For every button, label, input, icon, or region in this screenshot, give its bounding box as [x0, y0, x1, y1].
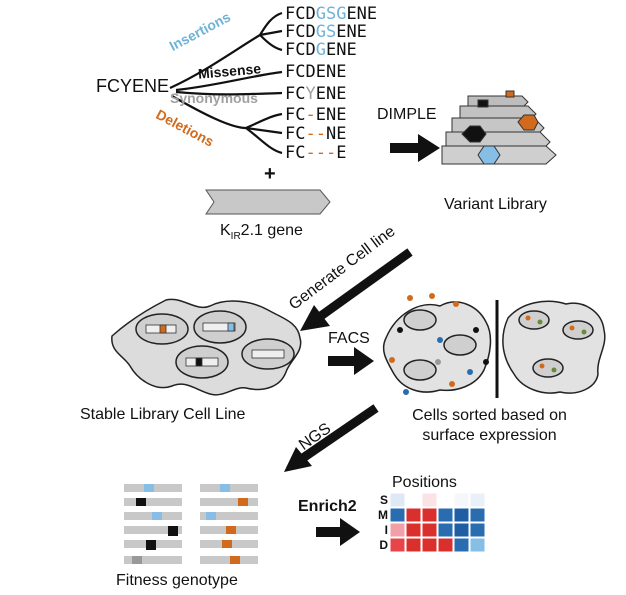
heatmap-row-labels: S M I D — [376, 493, 388, 553]
dimple-label: DIMPLE — [377, 106, 437, 123]
heatmap-row-s: S — [379, 493, 388, 507]
variant-library-stack — [441, 90, 557, 165]
arrow-generate-cell-line — [300, 248, 413, 331]
kir21-gene-label: KIR2.1 gene — [220, 222, 303, 243]
kir21-gene-shape — [205, 189, 331, 215]
tree-ins-1 — [259, 11, 283, 36]
wildtype-sequence: FCYENE — [96, 76, 170, 96]
plus-sign: + — [264, 163, 276, 185]
heatmap-row-m: M — [378, 508, 388, 522]
cells-sorted-label: Cells sorted based on surface expression — [412, 407, 567, 444]
seq-ins-1: FCDGENE — [285, 40, 357, 60]
tree-synonymous-branch — [175, 90, 283, 96]
tree-del-2 — [245, 126, 283, 135]
synonymous-label: Synonymous — [170, 90, 258, 106]
tree-deletions-branch — [171, 95, 247, 130]
facs-label: FACS — [328, 330, 370, 347]
seq-missense: FCDENE — [285, 62, 347, 82]
seq-ins-2: FCDGSENE — [285, 22, 367, 42]
tree-ins-3 — [259, 34, 283, 52]
positions-label: Positions — [392, 474, 457, 491]
arrow-to-library — [390, 134, 440, 162]
seq-del-2: FC--NE — [285, 124, 347, 144]
sorted-cells-high — [382, 301, 492, 393]
tree-ins-2 — [259, 29, 283, 37]
seq-del-1: FC-ENE — [285, 105, 347, 125]
fitness-reads-left — [124, 484, 182, 564]
stable-cell-cluster — [111, 298, 302, 396]
tree-missense-branch — [175, 70, 283, 92]
tree-del-3 — [245, 127, 283, 155]
antibody-markers — [389, 293, 489, 395]
enrich2-label: Enrich2 — [298, 498, 357, 515]
arrow-facs — [328, 347, 374, 375]
variant-tree — [169, 11, 283, 155]
arrow-ngs — [284, 404, 379, 472]
tree-del-1 — [245, 112, 283, 130]
stable-cell-inserts — [145, 322, 285, 367]
stable-library-cell-line-label: Stable Library Cell Line — [80, 406, 246, 423]
seq-ins-3: FCDGSGENE — [285, 4, 378, 24]
seq-synonymous: FCYENE — [285, 84, 347, 104]
tree-insertions-branch — [169, 34, 261, 90]
heatmap-row-i: I — [384, 523, 388, 537]
fitness-reads-right — [200, 484, 258, 564]
seq-del-3: FC---E — [285, 143, 347, 163]
intracellular-markers — [525, 315, 587, 373]
variant-library-label: Variant Library — [444, 196, 547, 213]
positions-heatmap — [389, 492, 486, 553]
sorted-cells-low — [502, 300, 606, 394]
arrow-enrich2 — [316, 518, 360, 546]
heatmap-row-d: D — [379, 538, 388, 552]
fitness-genotype-label: Fitness genotype — [116, 572, 238, 589]
